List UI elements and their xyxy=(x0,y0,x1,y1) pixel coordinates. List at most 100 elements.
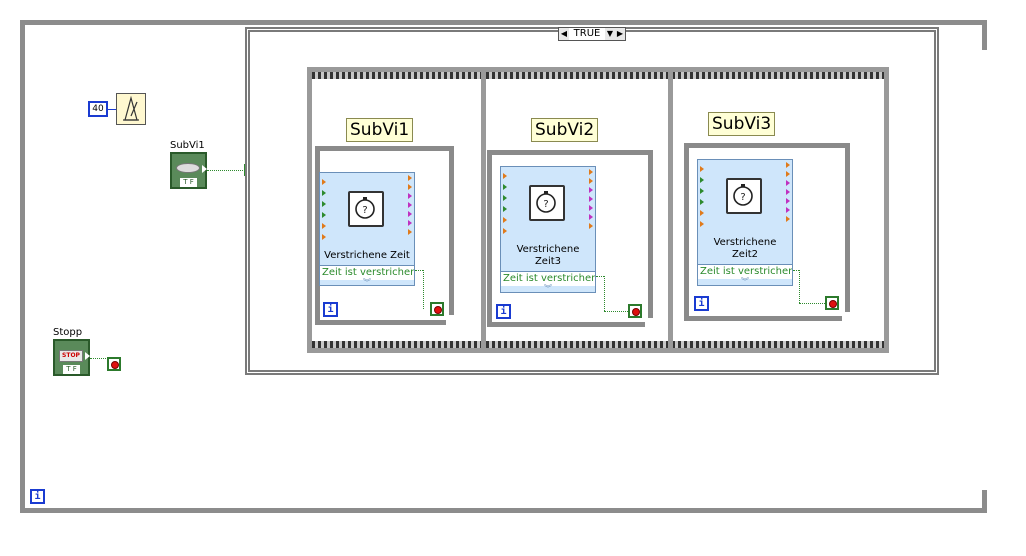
loop-corner-gap xyxy=(842,312,856,326)
input-terminal-icon[interactable] xyxy=(503,206,507,212)
output-terminal-icon[interactable] xyxy=(589,223,593,229)
frame1-title: SubVi1 xyxy=(346,118,414,142)
outer-loop-gap xyxy=(982,50,992,490)
output-terminal-icon[interactable] xyxy=(786,180,790,186)
input-terminal-icon[interactable] xyxy=(700,221,704,227)
tf-indicator: T F xyxy=(180,178,197,187)
input-terminal-icon[interactable] xyxy=(700,166,704,172)
output-terminal-icon[interactable] xyxy=(408,193,412,199)
frame1-wire xyxy=(415,270,423,271)
frame2-wire-v xyxy=(604,276,605,311)
numeric-wire xyxy=(108,109,116,110)
frame1-elapsed-time-express-vi[interactable]: ? Verstrichene Zeit Zeit ist verstricher… xyxy=(319,172,415,287)
express-vi-output[interactable]: Zeit ist verstricher xyxy=(698,264,792,279)
case-selector-label: TRUE xyxy=(573,28,601,39)
output-terminal-icon[interactable] xyxy=(786,198,790,204)
input-terminal-icon[interactable] xyxy=(322,190,326,196)
output-terminal-icon[interactable] xyxy=(408,211,412,217)
output-terminal-icon[interactable] xyxy=(408,229,412,235)
stop-button-icon: STOP xyxy=(59,350,83,362)
frame3-title: SubVi3 xyxy=(708,112,776,136)
frame2-loop-condition-terminal[interactable] xyxy=(628,304,642,318)
iteration-symbol: i xyxy=(34,491,41,502)
input-terminal-icon[interactable] xyxy=(700,177,704,183)
output-terminal-icon[interactable] xyxy=(589,187,593,193)
input-terminal-icon[interactable] xyxy=(322,212,326,218)
frame1-wire-v xyxy=(423,270,424,309)
svg-text:?: ? xyxy=(543,199,548,210)
subvi1-control-label: SubVi1 xyxy=(170,140,205,151)
stopwatch-icon: ? xyxy=(726,178,762,214)
numeric-constant[interactable]: 40 xyxy=(88,101,108,117)
input-terminal-icon[interactable] xyxy=(503,228,507,234)
output-terminal-icon[interactable] xyxy=(408,184,412,190)
express-vi-name: Verstrichene Zeit xyxy=(324,250,410,261)
express-vi-name: Verstrichene Zeit2 xyxy=(713,237,777,260)
case-dropdown-icon[interactable]: ▼ xyxy=(605,28,615,40)
frame2-elapsed-time-express-vi[interactable]: ? Verstrichene Zeit3 Zeit ist verstriche… xyxy=(500,166,596,293)
output-terminal-icon[interactable] xyxy=(408,202,412,208)
frame2-title: SubVi2 xyxy=(531,118,599,142)
frame3-elapsed-time-express-vi[interactable]: ? Verstrichene Zeit2 Zeit ist verstriche… xyxy=(697,159,793,286)
input-terminal-icon[interactable] xyxy=(700,199,704,205)
input-terminal-icon[interactable] xyxy=(700,210,704,216)
frame2-wire-h xyxy=(604,311,628,312)
input-terminal-icon[interactable] xyxy=(503,173,507,179)
case-selector[interactable]: ◀ TRUE ▼ ▶ xyxy=(558,27,626,41)
output-terminal-icon[interactable] xyxy=(408,175,412,181)
case-prev-arrow-icon[interactable]: ◀ xyxy=(559,28,569,40)
film-strip-top xyxy=(312,72,884,79)
frame1-iteration-terminal: i xyxy=(323,302,338,317)
svg-text:?: ? xyxy=(740,192,745,203)
express-vi-name: Verstrichene Zeit3 xyxy=(516,244,580,267)
boolean-lamp-icon xyxy=(176,163,200,173)
expand-chevron-icon[interactable]: ︾ xyxy=(544,284,552,293)
frame2-iteration-terminal: i xyxy=(496,304,511,319)
stopp-wire xyxy=(90,358,108,359)
outer-loop-condition-terminal[interactable] xyxy=(107,357,121,371)
stopwatch-icon: ? xyxy=(529,185,565,221)
sequence-frame-divider xyxy=(481,72,486,348)
input-terminal-icon[interactable] xyxy=(503,184,507,190)
subvi1-boolean-control[interactable]: T F xyxy=(170,152,207,189)
output-terminal-icon[interactable] xyxy=(589,214,593,220)
output-terminal-icon[interactable] xyxy=(786,189,790,195)
output-terminal-icon[interactable] xyxy=(589,196,593,202)
case-next-arrow-icon[interactable]: ▶ xyxy=(615,28,625,40)
express-vi-output[interactable]: Zeit ist verstricher xyxy=(501,271,595,286)
frame2-while-loop xyxy=(487,150,653,327)
expand-chevron-icon[interactable]: ︾ xyxy=(363,278,371,287)
input-terminal-icon[interactable] xyxy=(322,234,326,240)
wait-ms-icon[interactable] xyxy=(116,93,146,125)
output-terminal-icon[interactable] xyxy=(786,162,790,168)
svg-text:?: ? xyxy=(362,205,367,216)
constant-value: 40 xyxy=(92,104,104,114)
input-terminal-icon[interactable] xyxy=(322,201,326,207)
output-terminal-icon[interactable] xyxy=(786,216,790,222)
express-vi-output[interactable]: Zeit ist verstricher xyxy=(320,265,414,280)
output-terminal-icon[interactable] xyxy=(589,169,593,175)
input-terminal-icon[interactable] xyxy=(322,223,326,229)
output-terminal-icon[interactable] xyxy=(408,220,412,226)
frame3-while-loop xyxy=(684,143,850,321)
output-terminal-icon[interactable] xyxy=(589,178,593,184)
input-terminal-icon[interactable] xyxy=(503,195,507,201)
loop-corner-gap xyxy=(446,315,460,329)
input-terminal-icon[interactable] xyxy=(503,217,507,223)
input-terminal-icon[interactable] xyxy=(700,188,704,194)
frame3-loop-condition-terminal[interactable] xyxy=(825,296,839,310)
iteration-symbol: i xyxy=(500,306,507,317)
stopwatch-icon: ? xyxy=(348,191,384,227)
output-terminal-icon[interactable] xyxy=(589,205,593,211)
output-terminal-icon[interactable] xyxy=(786,207,790,213)
frame3-wire xyxy=(793,270,799,271)
stopp-boolean-control[interactable]: STOP T F xyxy=(53,339,90,376)
frame1-loop-condition-terminal[interactable] xyxy=(430,302,444,316)
input-terminal-icon[interactable] xyxy=(322,179,326,185)
subvi1-wire xyxy=(207,170,245,171)
expand-chevron-icon[interactable]: ︾ xyxy=(741,277,749,286)
output-terminal-icon[interactable] xyxy=(786,171,790,177)
film-strip-bottom xyxy=(312,341,884,348)
tf-indicator: T F xyxy=(63,365,80,374)
loop-corner-gap xyxy=(645,318,659,332)
